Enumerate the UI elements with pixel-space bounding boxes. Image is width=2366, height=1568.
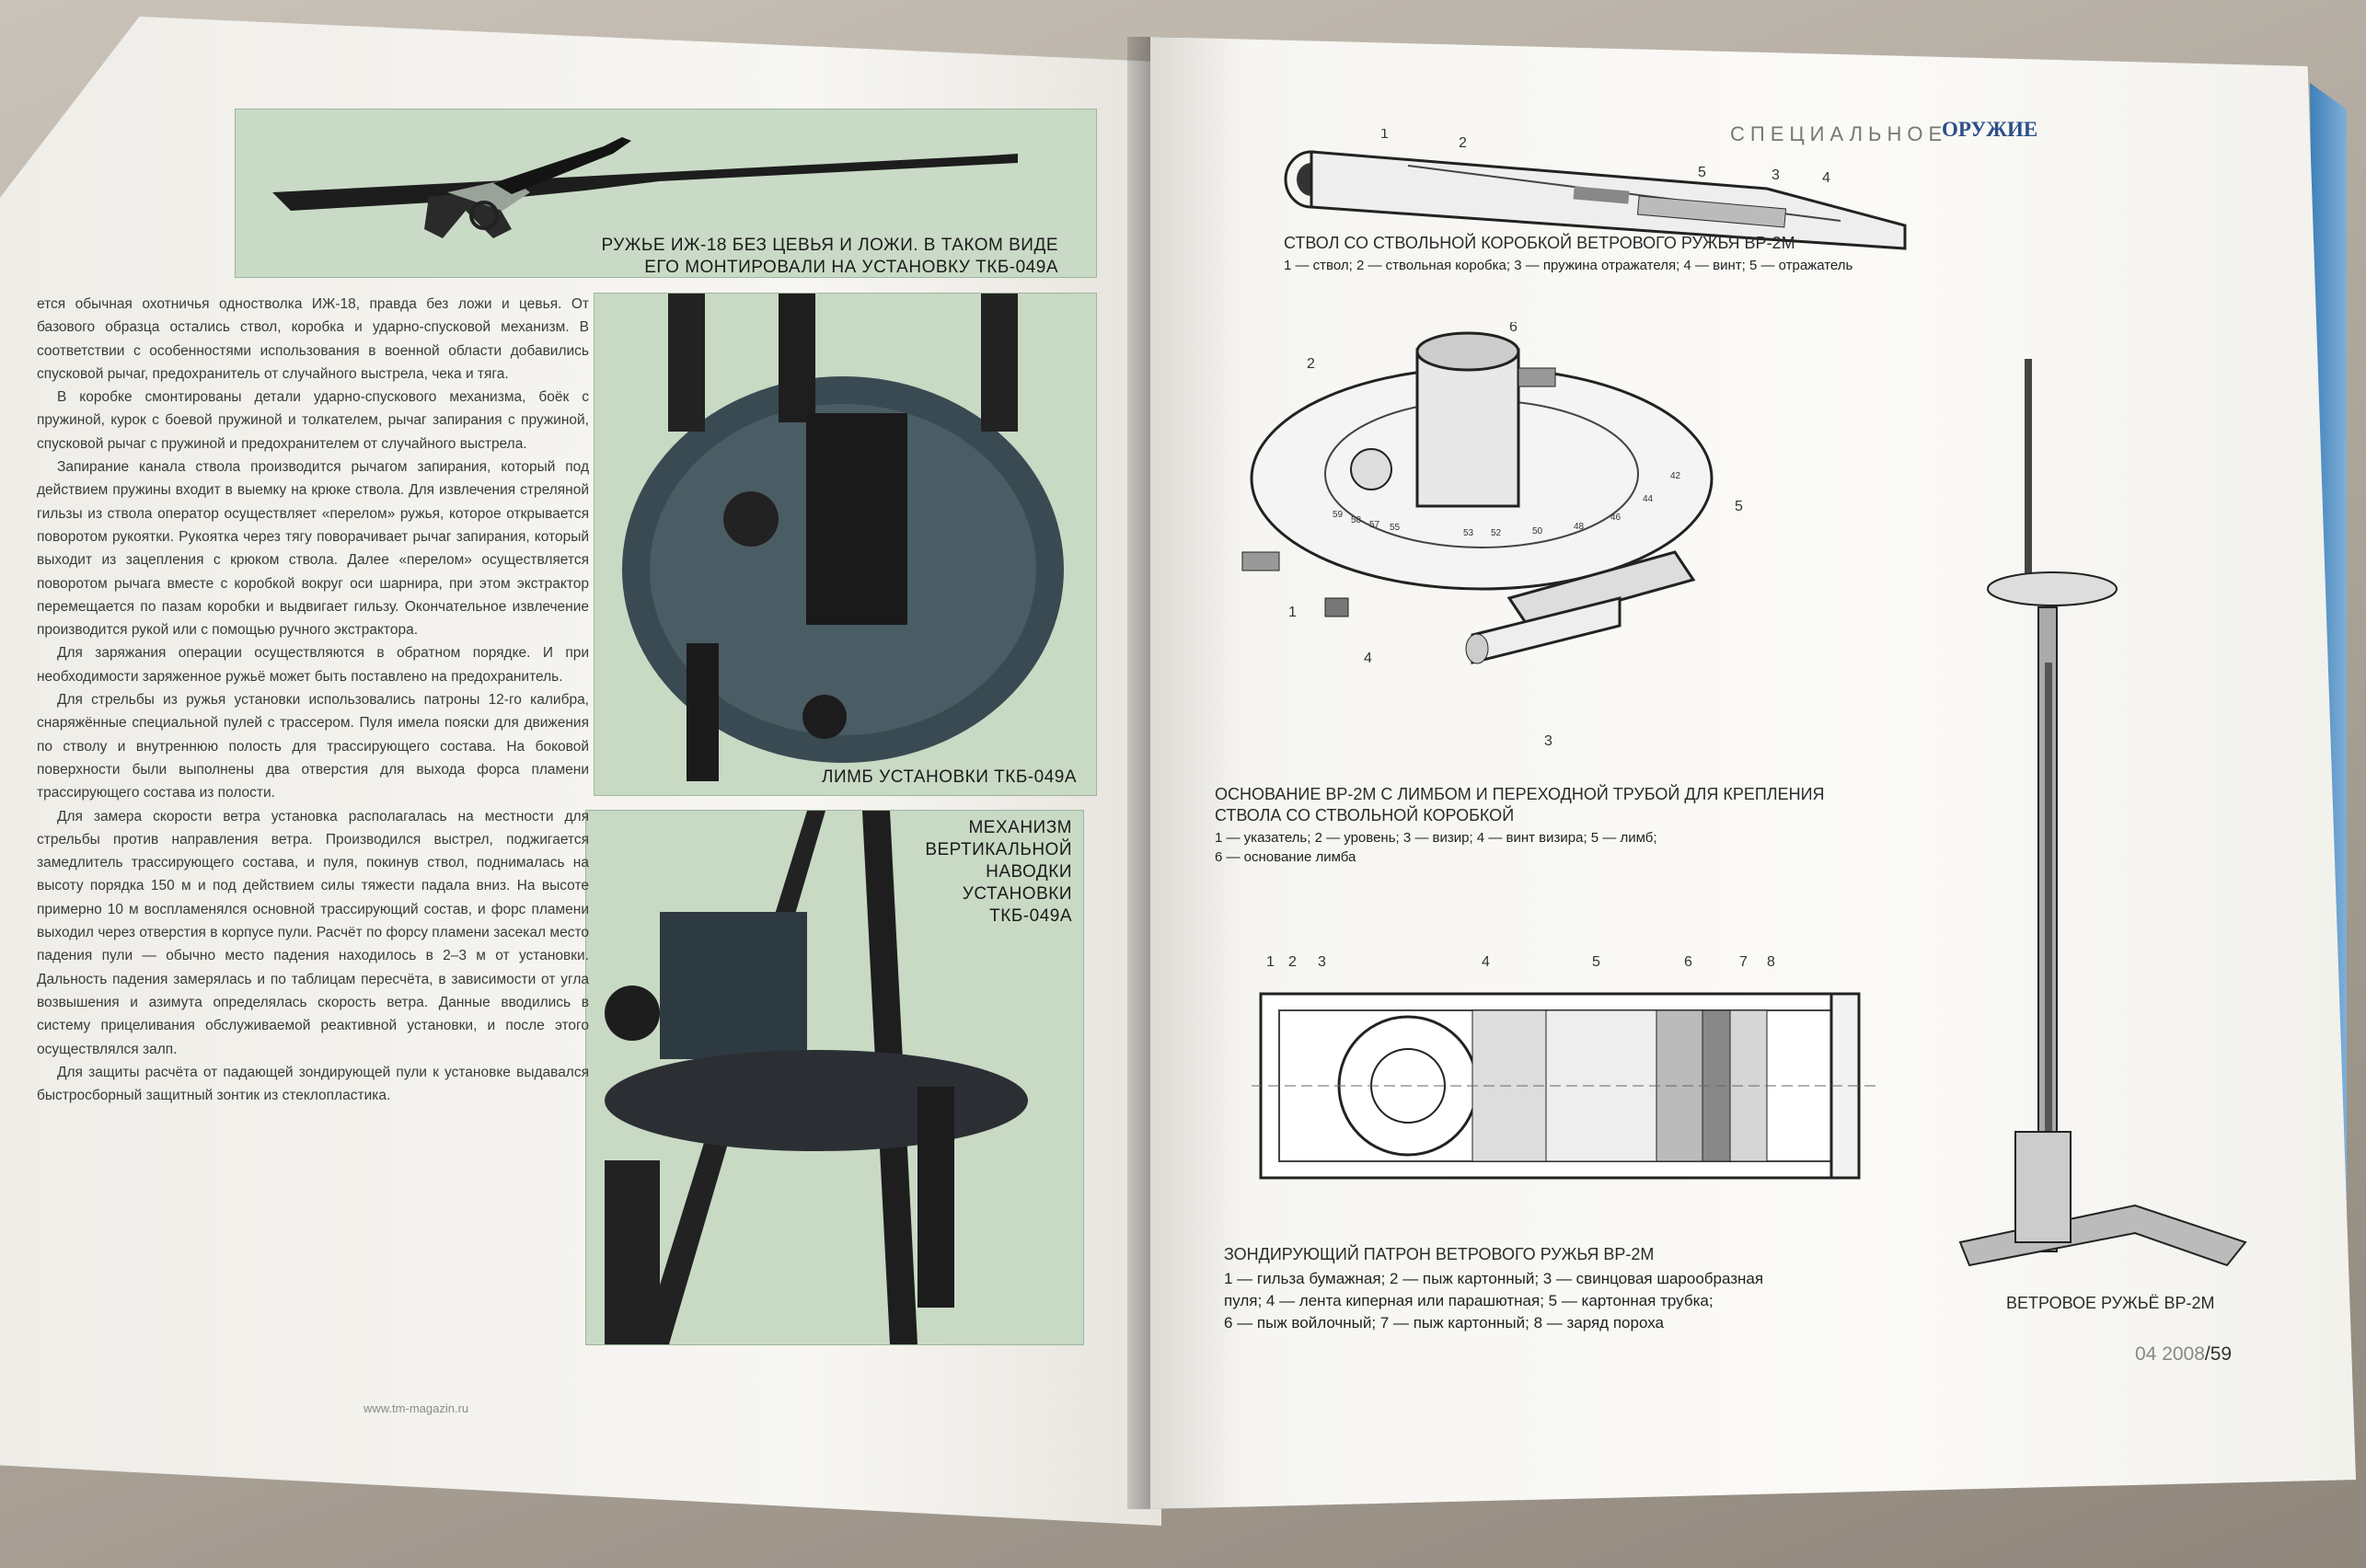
article-body: ется обычная охотничья одностволка ИЖ-18… (37, 293, 589, 1369)
scale-label: 57 (1369, 520, 1380, 530)
right-page (1150, 37, 2356, 1509)
section-title: СПЕЦИАЛЬНОЕ (1730, 122, 1948, 145)
caption-line: МЕХАНИЗМ (968, 818, 1072, 837)
caption-line: ВЕРТИКАЛЬНОЙ (925, 840, 1072, 859)
fig3-label: 5 (1592, 954, 1600, 970)
scale-label: 50 (1532, 526, 1543, 536)
paragraph: Для замера скорости ветра установка расп… (37, 808, 589, 1057)
caption-line: НАВОДКИ (986, 862, 1072, 882)
fig3-label: 7 (1739, 954, 1748, 970)
legend-line: пуля; 4 — лента киперная или парашютная;… (1224, 1292, 1714, 1309)
website-url[interactable]: www.tm-magazin.ru (364, 1401, 469, 1415)
fig3-label: 4 (1482, 954, 1490, 970)
limb-base-drawing: 6 2 5 1 4 3 59 58 57 55 53 52 50 48 46 4… (1241, 322, 1743, 749)
photo-limb (594, 293, 1097, 796)
fig1-label: 2 (1459, 135, 1467, 151)
caption-line: УСТАНОВКИ (962, 884, 1072, 904)
paragraph: Для защиты расчёта от падающей зондирующ… (37, 1064, 589, 1104)
paragraph: В коробке смонтированы детали ударно-спу… (37, 389, 589, 452)
fig3-caption: ЗОНДИРУЮЩИЙ ПАТРОН ВЕТРОВОГО РУЖЬЯ ВР-2М (1224, 1245, 1655, 1263)
fig2-label: 3 (1544, 733, 1552, 749)
rifle-illustration (236, 110, 1096, 277)
fig2-label: 2 (1307, 356, 1315, 372)
legend-line: 6 — основание лимба (1215, 849, 1356, 865)
photo-rifle-caption: РУЖЬЕ ИЖ-18 БЕЗ ЦЕВЬЯ И ЛОЖИ. В ТАКОМ ВИ… (497, 235, 1058, 279)
fig1-label: 4 (1822, 170, 1830, 186)
caption-line: ЕГО МОНТИРОВАЛИ НА УСТАНОВКУ ТКБ-049А (644, 258, 1058, 277)
wind-rifle-drawing (1958, 359, 2247, 1267)
limb-scale: 59 58 57 55 53 52 50 48 46 44 42 (1333, 471, 1681, 538)
issue-date: 04 2008 (2135, 1343, 2205, 1365)
photo-rifle (235, 109, 1097, 278)
fig3-label: 8 (1767, 954, 1775, 970)
page-number: 04 2008/59 (2135, 1343, 2232, 1366)
fig1-label: 5 (1698, 165, 1706, 180)
fig1-caption: СТВОЛ СО СТВОЛЬНОЙ КОРОБКОЙ ВЕТРОВОГО РУ… (1284, 234, 1795, 252)
fig2-label: 4 (1364, 651, 1372, 666)
fig3-legend: 1 — гильза бумажная; 2 — пыж картонный; … (1224, 1268, 1763, 1334)
legend-line: 1 — указатель; 2 — уровень; 3 — визир; 4… (1215, 830, 1657, 846)
paragraph: Для заряжания операции осуществляются в … (37, 645, 589, 685)
paragraph: ется обычная охотничья одностволка ИЖ-18… (37, 296, 589, 382)
caption-line: СТВОЛА СО СТВОЛЬНОЙ КОРОБКОЙ (1215, 806, 1515, 824)
scale-label: 59 (1333, 510, 1344, 520)
legend-line: 1 — гильза бумажная; 2 — пыж картонный; … (1224, 1270, 1764, 1287)
mechanism-illustration (586, 811, 1083, 1344)
fig1-label: 3 (1772, 167, 1780, 183)
fig3-label: 6 (1684, 954, 1692, 970)
scale-label: 46 (1610, 513, 1622, 523)
scale-label: 55 (1390, 523, 1401, 533)
fig2-legend: 1 — указатель; 2 — уровень; 3 — визир; 4… (1215, 828, 1657, 867)
paragraph: Запирание канала ствола производится рыч… (37, 459, 589, 639)
scale-label: 58 (1351, 515, 1362, 525)
caption-line: ОСНОВАНИЕ ВР-2М С ЛИМБОМ И ПЕРЕХОДНОЙ ТР… (1215, 785, 1825, 803)
photo-vertical-mechanism (585, 810, 1084, 1345)
caption-line: РУЖЬЕ ИЖ-18 БЕЗ ЦЕВЬЯ И ЛОЖИ. В ТАКОМ ВИ… (601, 236, 1058, 255)
fig2-label: 5 (1735, 499, 1743, 514)
fig1-label: 1 (1380, 129, 1389, 142)
fig1-legend: 1 — ствол; 2 — ствольная коробка; 3 — пр… (1284, 258, 1853, 273)
fig2-label: 6 (1509, 322, 1518, 335)
fig2-caption: ОСНОВАНИЕ ВР-2М С ЛИМБОМ И ПЕРЕХОДНОЙ ТР… (1215, 784, 1825, 826)
cartridge-drawing: 1 2 3 4 5 6 7 8 (1252, 954, 1877, 1180)
scale-label: 52 (1491, 528, 1502, 538)
legend-line: 6 — пыж войлочный; 7 — пыж картонный; 8 … (1224, 1314, 1664, 1332)
fig3-label: 1 (1266, 954, 1275, 970)
scale-label: 44 (1643, 494, 1654, 504)
barrel-drawing: 1 2 5 3 4 (1284, 129, 1907, 250)
scale-label: 48 (1574, 522, 1585, 532)
fig3-label: 3 (1318, 954, 1326, 970)
scale-label: 42 (1670, 471, 1681, 481)
fig3-label: 2 (1288, 954, 1297, 970)
magazine-logo: ОРУЖИЕ (1942, 118, 2038, 141)
scale-label: 53 (1463, 528, 1474, 538)
limb-illustration (594, 294, 1096, 795)
page-num-strong: /59 (2204, 1343, 2233, 1365)
fig2-label: 1 (1288, 605, 1297, 620)
photo-mechanism-caption: МЕХАНИЗМ ВЕРТИКАЛЬНОЙ НАВОДКИ УСТАНОВКИ … (879, 817, 1072, 928)
photo-limb-caption: ЛИМБ УСТАНОВКИ ТКБ-049А (821, 767, 1077, 787)
fig4-caption: ВЕТРОВОЕ РУЖЬЁ ВР-2М (2006, 1294, 2215, 1312)
caption-line: ТКБ-049А (989, 906, 1072, 926)
paragraph: Для стрельбы из ружья установки использо… (37, 692, 589, 801)
